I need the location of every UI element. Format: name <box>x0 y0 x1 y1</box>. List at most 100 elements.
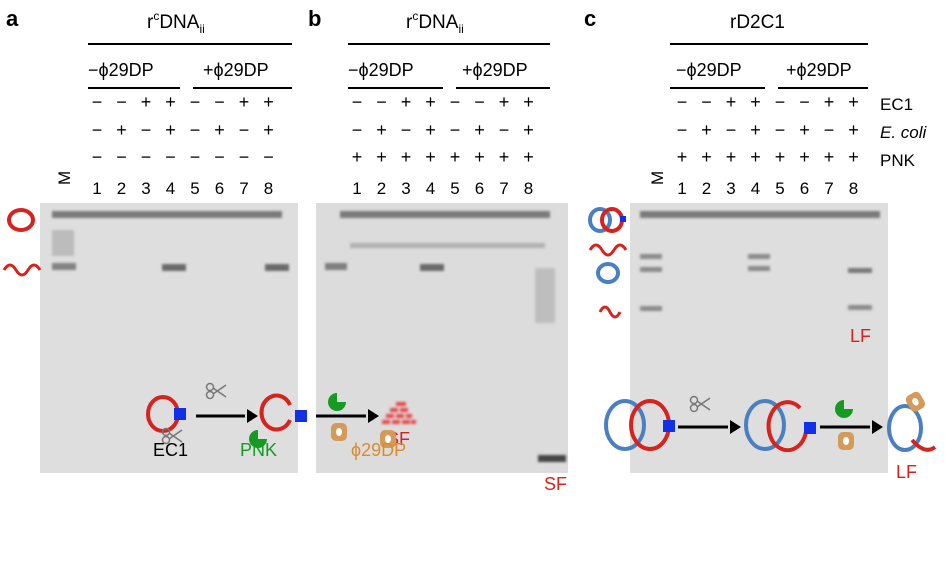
lane-number-a-4: 4 <box>166 179 175 198</box>
panel-a-group-plus: +ϕ29DP <box>203 60 269 80</box>
sign-c-r1-c4: + <box>750 92 761 112</box>
lane-number-c-1: 1 <box>677 179 686 198</box>
sign-b-r3-c6: + <box>474 147 485 167</box>
phi29dp-icon-scheme <box>331 423 347 441</box>
sign-c-r1-c6: − <box>799 92 810 112</box>
lane-number-c-6: 6 <box>800 179 809 198</box>
sign-b-r2-c8: + <box>523 120 534 140</box>
arrow-4-head <box>872 420 883 434</box>
panel-c-row-ecoli: E. coli <box>880 123 928 142</box>
lane-number-a-5: 5 <box>190 179 199 198</box>
panel-c-marker: M <box>648 171 667 185</box>
sign-a-r1-c5: − <box>190 92 201 112</box>
linear-rna-icon-c <box>588 243 628 257</box>
lane-number-b-1: 1 <box>352 179 361 198</box>
sign-c-r3-c7: + <box>824 147 835 167</box>
sign-a-r2-c5: − <box>190 120 201 140</box>
lane-number-c-5: 5 <box>775 179 784 198</box>
sign-c-r3-c6: + <box>799 147 810 167</box>
sign-c-r1-c7: + <box>824 92 835 112</box>
sign-a-r3-c3: − <box>141 147 152 167</box>
sign-b-r1-c5: − <box>450 92 461 112</box>
sign-b-r2-c5: − <box>450 120 461 140</box>
product-catenane-icon <box>887 391 937 452</box>
phi29dp-icon <box>380 430 396 448</box>
sign-b-r1-c4: + <box>425 92 436 112</box>
panel-c-row-ec1: EC1 <box>880 95 913 114</box>
sign-b-r2-c2: + <box>376 120 387 140</box>
sign-b-r3-c4: + <box>425 147 436 167</box>
sign-b-r3-c8: + <box>523 147 534 167</box>
sign-a-r3-c8: − <box>263 147 274 167</box>
lane-number-a-2: 2 <box>117 179 126 198</box>
gel-c-bands <box>640 211 880 311</box>
scissors-icon-c <box>689 395 711 413</box>
blue-circle-icon <box>596 262 620 284</box>
sign-c-r1-c8: + <box>848 92 859 112</box>
sign-a-r2-c4: + <box>165 120 176 140</box>
sign-c-r2-c3: − <box>726 120 737 140</box>
sign-c-r2-c2: + <box>701 120 712 140</box>
sign-b-r3-c1: + <box>352 147 363 167</box>
sign-a-r2-c3: − <box>141 120 152 140</box>
lf-scheme-label: LF <box>896 462 917 482</box>
gel-b-bands <box>325 211 566 462</box>
sign-b-r3-c5: + <box>450 147 461 167</box>
sign-b-r1-c2: − <box>376 92 387 112</box>
panel-c-sign-table: −−++−−++−+−+−+−+++++++++ <box>677 92 859 167</box>
panel-c-letter: c <box>584 6 596 31</box>
sign-c-r2-c4: + <box>750 120 761 140</box>
lane-number-c-2: 2 <box>702 179 711 198</box>
lane-number-a-7: 7 <box>239 179 248 198</box>
nick-site-icon <box>174 408 186 420</box>
sign-a-r2-c2: + <box>116 120 127 140</box>
legend-pnk-label: PNK <box>240 440 277 460</box>
sign-a-r1-c7: + <box>239 92 250 112</box>
lf-gel-label: LF <box>850 326 871 346</box>
lane-number-b-6: 6 <box>475 179 484 198</box>
legend-phi29dp-label: ϕ29DP <box>351 440 406 460</box>
sign-c-r3-c3: + <box>726 147 737 167</box>
nick-site-icon-2 <box>295 410 307 422</box>
panel-b-sign-table: −−++−−++−+−+−+−+++++++++ <box>352 92 534 167</box>
lane-number-c-4: 4 <box>751 179 760 198</box>
lane-number-c-8: 8 <box>849 179 858 198</box>
sign-b-r3-c3: + <box>401 147 412 167</box>
sign-c-r1-c5: − <box>775 92 786 112</box>
sign-c-r2-c1: − <box>677 120 688 140</box>
panel-b-group-minus: −ϕ29DP <box>348 60 414 80</box>
sign-c-r3-c5: + <box>775 147 786 167</box>
sign-c-r2-c5: − <box>775 120 786 140</box>
nicked-catenane-icon <box>744 399 816 453</box>
sign-b-r1-c6: − <box>474 92 485 112</box>
sign-b-r2-c6: + <box>474 120 485 140</box>
sign-c-r3-c8: + <box>848 147 859 167</box>
sign-b-r1-c7: + <box>499 92 510 112</box>
panel-c-group-minus: −ϕ29DP <box>676 60 742 80</box>
scissors-icon <box>205 382 227 400</box>
sign-b-r1-c3: + <box>401 92 412 112</box>
lane-number-b-4: 4 <box>426 179 435 198</box>
panel-a-title: rcDNAii <box>147 9 205 36</box>
panel-a-group-minus: −ϕ29DP <box>88 60 154 80</box>
sign-a-r3-c6: − <box>214 147 225 167</box>
lane-number-b-8: 8 <box>524 179 533 198</box>
lane-number-c-7: 7 <box>824 179 833 198</box>
panel-c-group-plus: +ϕ29DP <box>786 60 852 80</box>
pnk-icon-scheme <box>328 393 346 411</box>
sign-b-r2-c3: − <box>401 120 412 140</box>
arrow-3-head <box>730 420 741 434</box>
lane-number-b-5: 5 <box>450 179 459 198</box>
sign-c-r3-c1: + <box>677 147 688 167</box>
sign-a-r3-c5: − <box>190 147 201 167</box>
sign-c-r3-c4: + <box>750 147 761 167</box>
sign-a-r1-c8: + <box>263 92 274 112</box>
sign-a-r2-c6: + <box>214 120 225 140</box>
pnk-icon-c <box>835 400 853 418</box>
sign-b-r2-c7: − <box>499 120 510 140</box>
lane-number-b-2: 2 <box>377 179 386 198</box>
sign-c-r1-c2: − <box>701 92 712 112</box>
linear-rna-icon <box>2 263 42 277</box>
